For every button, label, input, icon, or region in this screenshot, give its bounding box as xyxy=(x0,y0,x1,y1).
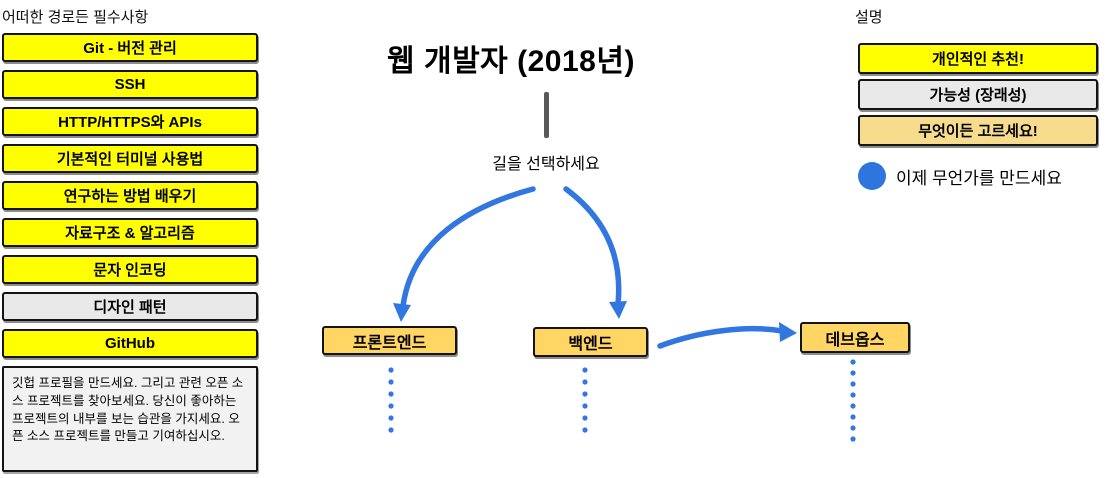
node-label: Git - 버전 관리 xyxy=(83,40,177,57)
node-git[interactable]: Git - 버전 관리 xyxy=(2,33,258,62)
node-design-patterns[interactable]: 디자인 패턴 xyxy=(2,292,258,321)
page-title: 웹 개발자 (2018년) xyxy=(387,45,635,78)
node-label: 자료구조 & 알고리즘 xyxy=(65,225,195,242)
node-http-apis[interactable]: HTTP/HTTPS와 APIs xyxy=(2,107,258,136)
node-terminal[interactable]: 기본적인 터미널 사용법 xyxy=(2,144,258,173)
node-char-encoding[interactable]: 문자 인코딩 xyxy=(2,255,258,284)
node-label: 연구하는 방법 배우기 xyxy=(63,188,197,205)
arrowhead-frontend xyxy=(393,303,411,322)
legend-bullet-label: 이제 무언가를 만드세요 xyxy=(896,168,1062,188)
legend-possibility: 가능성 (장래성) xyxy=(858,79,1098,110)
node-devops[interactable]: 데브옵스 xyxy=(800,322,910,353)
arrow-backend-to-devops xyxy=(657,325,785,349)
node-data-structures[interactable]: 자료구조 & 알고리즘 xyxy=(2,218,258,247)
github-note: 깃헙 프로필을 만드세요. 그리고 관련 오픈 소스 프로젝트를 찾아보세요. … xyxy=(2,366,258,472)
arrowhead-devops xyxy=(779,322,797,342)
node-label: HTTP/HTTPS와 APIs xyxy=(58,114,202,131)
legend-pick-anything: 무엇이든 고르세요! xyxy=(858,115,1098,146)
node-label: 데브옵스 xyxy=(825,331,885,349)
arrow-to-backend xyxy=(563,186,622,307)
left-panel-header: 어떠한 경로든 필수사항 xyxy=(2,9,149,26)
node-label: 기본적인 터미널 사용법 xyxy=(56,151,204,168)
node-research[interactable]: 연구하는 방법 배우기 xyxy=(2,181,258,210)
node-github[interactable]: GitHub xyxy=(2,329,258,358)
legend-label: 무엇이든 고르세요! xyxy=(918,123,1038,140)
arrowhead-backend xyxy=(609,301,627,319)
node-label: 프론트엔드 xyxy=(352,334,427,352)
choose-path-label: 길을 선택하세요 xyxy=(492,156,600,173)
blue-dot-icon xyxy=(858,162,886,190)
node-label: 문자 인코딩 xyxy=(93,262,167,279)
legend-label: 가능성 (장래성) xyxy=(929,87,1027,104)
legend-bullet-row: 이제 무언가를 만드세요 xyxy=(858,162,1062,190)
node-ssh[interactable]: SSH xyxy=(2,70,258,99)
node-label: GitHub xyxy=(105,335,155,352)
legend-header: 설명 xyxy=(855,9,883,26)
legend-personal-recommendation: 개인적인 추천! xyxy=(858,43,1098,74)
node-backend[interactable]: 백엔드 xyxy=(533,327,648,357)
legend-label: 개인적인 추천! xyxy=(932,51,1024,68)
node-label: SSH xyxy=(114,76,146,93)
node-label: 백엔드 xyxy=(568,336,613,353)
arrow-to-frontend xyxy=(400,186,536,309)
node-label: 디자인 패턴 xyxy=(93,299,167,316)
node-frontend[interactable]: 프론트엔드 xyxy=(322,326,457,355)
title-stem-line xyxy=(544,92,549,138)
